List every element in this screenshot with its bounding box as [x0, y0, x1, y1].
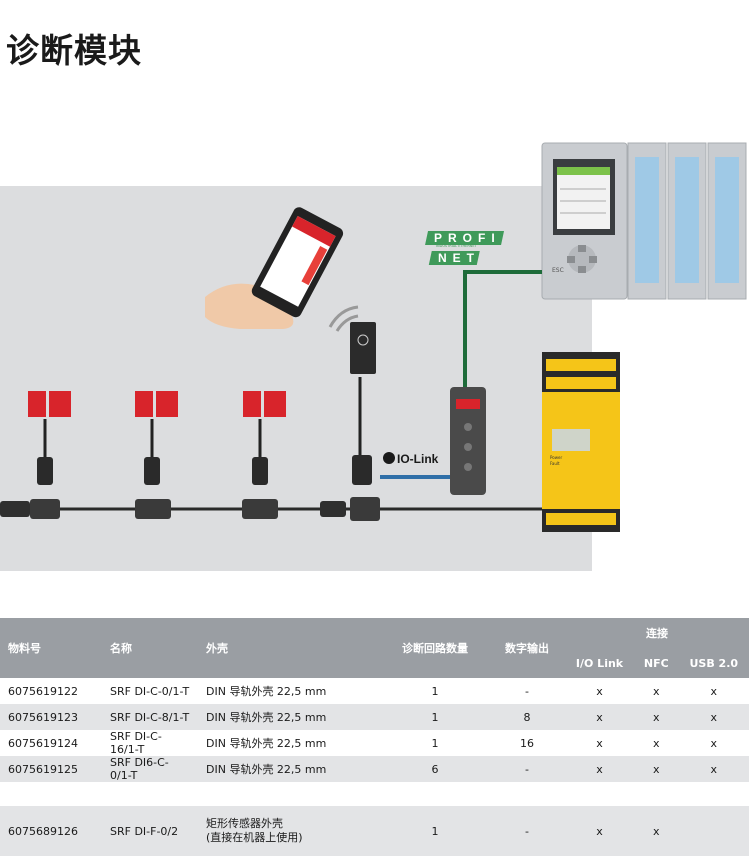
cell-name: SRF DI-C-16/1-T	[110, 730, 162, 756]
io-link-master	[380, 387, 486, 495]
profinet-logo: PROFI INDUSTRIAL ETHERNET NET	[425, 231, 505, 265]
col-connection: 连接	[565, 618, 749, 648]
col-io-link: I/O Link	[565, 648, 634, 678]
cell-housing: DIN 导轨外壳 22,5 mm	[198, 756, 381, 782]
cell-circuits: 6	[381, 756, 489, 782]
cell-name: SRF DI-C-0/1-T	[110, 684, 190, 698]
cell-nfc: x	[634, 756, 679, 782]
cell-part-no: 6075619125	[0, 756, 102, 782]
io-link-label: IO-Link	[397, 452, 439, 466]
profinet-subtitle: INDUSTRIAL ETHERNET	[436, 244, 478, 248]
cell-circuits: 1	[381, 806, 489, 856]
cell-usb: x	[710, 736, 718, 750]
cell-io-link: x	[565, 806, 634, 856]
housing-line-2: (直接在机器上使用)	[206, 831, 303, 844]
nfc-reader	[328, 305, 376, 462]
cell-nfc: x	[634, 806, 679, 856]
plc-io-modules	[627, 142, 747, 300]
cell-part-no: 6075619122	[8, 684, 78, 698]
cell-io-link: x	[565, 756, 634, 782]
table-row: 6075619124 SRF DI-C-16/1-T DIN 导轨外壳 22,5…	[0, 730, 749, 756]
cell-part-no: 6075619123	[0, 704, 102, 730]
cell-digital-out: -	[489, 756, 565, 782]
cell-usb: x	[710, 684, 718, 698]
cell-part-no: 6075689126	[0, 806, 102, 856]
cell-housing: 矩形传感器外壳 (直接在机器上使用)	[198, 806, 381, 856]
cell-part-no: 6075619124	[8, 736, 78, 750]
cell-housing: DIN 导轨外壳 22,5 mm	[206, 685, 327, 698]
table-spacer	[0, 782, 749, 806]
cell-digital-out: 8	[489, 704, 565, 730]
cell-nfc: x	[653, 684, 660, 698]
cell-io-link: x	[565, 704, 634, 730]
hand-holding-phone	[205, 207, 344, 329]
housing-line-1: 矩形传感器外壳	[206, 817, 283, 830]
cell-circuits: 1	[431, 684, 439, 698]
col-nfc: NFC	[634, 648, 679, 678]
page-title: 诊断模块	[6, 31, 142, 70]
system-diagram: ESC PROFI INDUSTRIAL ETHERNET NET	[0, 142, 747, 571]
profinet-text-top: PROFI	[434, 231, 501, 245]
cell-housing: DIN 导轨外壳 22,5 mm	[206, 737, 327, 750]
cell-digital-out: -	[525, 684, 529, 698]
cell-housing: DIN 导轨外壳 22,5 mm	[198, 704, 381, 730]
cell-io-link: x	[596, 684, 603, 698]
relay-power-label: Power	[550, 455, 562, 460]
rfid-sensor-3	[243, 391, 286, 485]
cell-name: SRF DI-C-8/1-T	[102, 704, 198, 730]
cell-digital-out: 16	[520, 736, 534, 750]
cell-nfc: x	[653, 736, 660, 750]
profinet-cable	[463, 270, 542, 390]
cell-circuits: 1	[431, 736, 439, 750]
cell-usb: x	[678, 704, 749, 730]
col-part-no: 物料号	[0, 618, 102, 678]
table-row: 6075619125 SRF DI6-C-0/1-T DIN 导轨外壳 22,5…	[0, 756, 749, 782]
col-name: 名称	[102, 618, 198, 678]
col-circuits: 诊断回路数量	[381, 618, 489, 678]
col-digital-out: 数字输出	[489, 618, 565, 678]
cell-circuits: 1	[381, 704, 489, 730]
col-housing: 外壳	[198, 618, 381, 678]
t-connectors	[0, 455, 380, 521]
cell-name: SRF DI-F-0/2	[102, 806, 198, 856]
product-table: 物料号 名称 外壳 诊断回路数量 数字输出 连接 I/O Link NFC US…	[0, 618, 749, 856]
cell-nfc: x	[634, 704, 679, 730]
cell-io-link: x	[596, 736, 603, 750]
table-row: 6075689126 SRF DI-F-0/2 矩形传感器外壳 (直接在机器上使…	[0, 806, 749, 856]
table-header-row-1: 物料号 名称 外壳 诊断回路数量 数字输出 连接	[0, 618, 749, 678]
profinet-text-bottom: NET	[438, 251, 480, 265]
relay-fault-label: Fault	[550, 461, 560, 466]
plc-controller: ESC	[541, 142, 628, 300]
io-link-logo: IO-Link	[383, 452, 439, 466]
cell-usb	[678, 806, 749, 856]
rfid-sensor-1	[28, 391, 71, 485]
cell-usb: x	[678, 756, 749, 782]
table-row: 6075619122 SRF DI-C-0/1-T DIN 导轨外壳 22,5 …	[0, 678, 749, 704]
cell-name: SRF DI6-C-0/1-T	[102, 756, 198, 782]
col-usb: USB 2.0	[678, 648, 749, 678]
table-header-row-2: I/O Link NFC USB 2.0	[0, 648, 749, 678]
plc-key-label: ESC	[552, 267, 564, 274]
cell-digital-out: -	[489, 806, 565, 856]
safety-relay: Power Fault	[542, 352, 620, 532]
table-row: 6075619123 SRF DI-C-8/1-T DIN 导轨外壳 22,5 …	[0, 704, 749, 730]
rfid-sensor-2	[135, 391, 178, 485]
